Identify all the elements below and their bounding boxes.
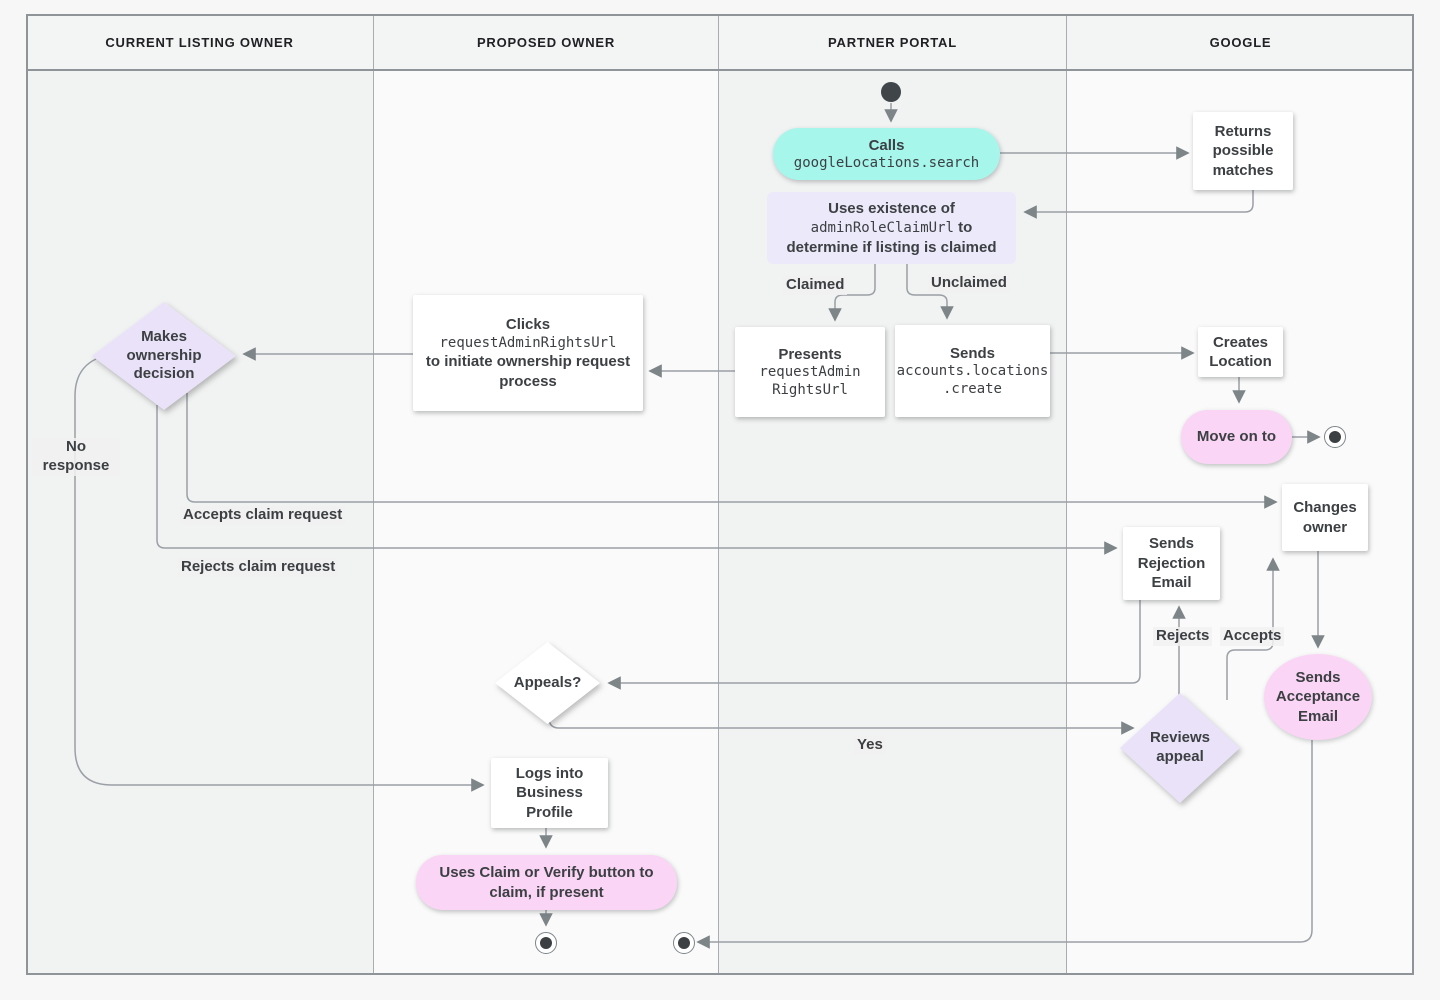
start-node (881, 82, 901, 102)
end-node-google (1324, 426, 1346, 448)
node-text: Appeals? (513, 673, 582, 691)
node-title: Presents (778, 345, 842, 363)
node-text: Creates Location (1209, 333, 1272, 371)
edge-label-accepts-claim-request: Accepts claim request (180, 506, 346, 525)
returns-possible-matches-node: Returns possible matches (1193, 112, 1293, 190)
node-text: Makes ownership decision (126, 327, 202, 383)
node-line: Uses existence of (828, 199, 955, 217)
move-on-to-node: Move on to (1181, 410, 1292, 464)
lane-header-google: GOOGLE (1067, 14, 1414, 70)
node-text: Logs into Business Profile (515, 764, 584, 821)
logs-into-business-profile-node: Logs into Business Profile (491, 758, 608, 828)
edge-label-rejects-claim-request: Rejects claim request (178, 558, 339, 577)
lane-proposed-owner (374, 70, 719, 975)
reviews-appeal-node: Reviews appeal (1120, 693, 1240, 803)
sends-accounts-locations-create-node: Sends accounts.locations .create (895, 325, 1050, 417)
sends-rejection-email-node: Sends Rejection Email (1123, 527, 1220, 600)
node-line: to (958, 219, 973, 237)
edge-label-rejects: Rejects (1153, 627, 1213, 646)
node-title: Sends (949, 344, 995, 362)
lane-title: GOOGLE (1209, 34, 1272, 50)
node-text: Sends Rejection Email (1137, 535, 1206, 592)
edge-label-unclaimed: Unclaimed (928, 274, 1010, 293)
node-line: to initiate ownership request process (425, 353, 631, 390)
node-text: Reviews appeal (1149, 729, 1211, 765)
clicks-requestadminrightsurl-node: Clicks requestAdminRightsUrl to initiate… (413, 295, 643, 411)
node-code: .create (942, 380, 1002, 397)
calls-googlelocations-search-node: Calls googleLocations.search (773, 128, 1000, 180)
lane-header-partner-portal: PARTNER PORTAL (719, 14, 1067, 70)
end-node-proposed-owner (535, 932, 557, 954)
node-text: Move on to (1196, 428, 1277, 446)
uses-existence-node: Uses existence of adminRoleClaimUrl to d… (767, 192, 1016, 264)
claim-or-verify-node: Uses Claim or Verify button to claim, if… (416, 855, 677, 910)
node-text: Uses Claim or Verify button to claim, if… (439, 864, 654, 901)
lane-header-proposed-owner: PROPOSED OWNER (374, 14, 719, 70)
edge-label-claimed: Claimed (783, 276, 848, 295)
presents-requestadminrightsurl-node: Presents requestAdmin RightsUrl (735, 327, 885, 417)
header-divider (26, 69, 1414, 71)
node-title: Clicks (505, 316, 551, 333)
lane-header-current-listing-owner: CURRENT LISTING OWNER (26, 14, 374, 70)
node-text: Changes owner (1293, 499, 1357, 536)
end-node-partner-portal (673, 932, 695, 954)
lane-title: PROPOSED OWNER (476, 34, 616, 50)
sends-acceptance-email-node: Sends Acceptance Email (1264, 654, 1372, 740)
node-code: googleLocations.search (793, 155, 980, 171)
node-code: adminRoleClaimUrl (810, 220, 954, 237)
node-text: Sends Acceptance Email (1275, 668, 1361, 725)
node-code: requestAdmin (759, 364, 861, 381)
node-text: Returns possible matches (1212, 122, 1274, 179)
edge-label-no-response: No response (32, 438, 120, 476)
node-code: requestAdminRightsUrl (439, 334, 617, 351)
lane-title: PARTNER PORTAL (828, 34, 957, 50)
node-code: accounts.locations (896, 363, 1049, 380)
changes-owner-node: Changes owner (1282, 484, 1368, 551)
node-code: RightsUrl (772, 381, 848, 398)
creates-location-node: Creates Location (1198, 327, 1283, 377)
appeals-decision-node: Appeals? (495, 642, 600, 724)
lane-title: CURRENT LISTING OWNER (105, 34, 294, 50)
node-title: Calls (868, 136, 905, 154)
edge-label-yes: Yes (854, 736, 886, 755)
makes-ownership-decision-node: Makes ownership decision (92, 302, 236, 410)
node-line: determine if listing is claimed (786, 238, 997, 256)
edge-label-accepts: Accepts (1220, 627, 1285, 646)
